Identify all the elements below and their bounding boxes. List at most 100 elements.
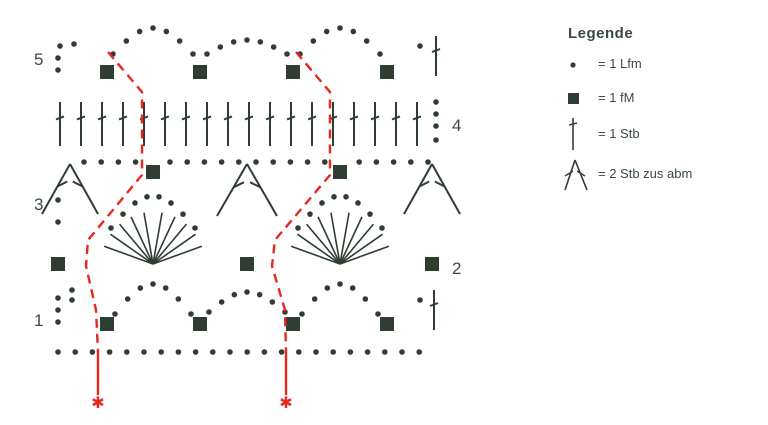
single-crochet-square: [286, 317, 300, 331]
double-crochet-crossbar: [244, 115, 254, 121]
fan-stitch: [339, 233, 384, 265]
chain-dot: [112, 311, 118, 317]
cluster-crossbar: [56, 180, 68, 188]
double-crochet-crossbar: [307, 115, 317, 121]
chain-dot: [55, 319, 61, 325]
chain-dot: [190, 51, 196, 57]
legend-label: = 1 Stb: [598, 126, 640, 141]
chain-dot: [269, 299, 276, 305]
single-crochet-square: [100, 317, 114, 331]
fan-stitch: [152, 216, 176, 265]
chain-dot: [379, 225, 385, 231]
chain-dot: [367, 211, 373, 217]
fan-stitch: [143, 212, 154, 265]
cluster-leg: [41, 163, 71, 215]
chain-dot: [299, 311, 305, 317]
chain-dot: [144, 194, 150, 200]
row-label-1: 1: [34, 311, 44, 330]
chain-dot: [433, 137, 439, 143]
row-label-4: 4: [452, 116, 462, 135]
chain-dot: [71, 41, 77, 47]
double-crochet-crossbar: [160, 115, 170, 121]
fan-stitch: [339, 245, 390, 265]
row-label-3: 3: [34, 195, 44, 214]
chain-dot: [257, 39, 264, 45]
chain-dot: [156, 194, 162, 200]
chain-dot: [382, 349, 388, 355]
chain-dot: [69, 287, 75, 293]
fan-stitch: [305, 223, 341, 265]
chain-dot: [349, 285, 356, 291]
chain-dot: [150, 281, 156, 287]
legend-label: = 1 fM: [598, 90, 635, 105]
chain-dot: [55, 197, 61, 203]
chain-dot: [120, 211, 126, 217]
double-crochet-crossbar: [97, 115, 107, 121]
chain-dot: [72, 349, 78, 355]
double-crochet-crossbar: [349, 115, 359, 121]
chain-dot: [270, 159, 277, 165]
chain-dot: [322, 159, 328, 165]
dot-icon: [570, 62, 576, 68]
chain-dot: [304, 159, 311, 165]
chain-dot: [188, 311, 194, 317]
cluster-leg: [69, 163, 99, 215]
chain-dot: [217, 44, 224, 50]
chain-dot: [168, 200, 174, 206]
chain-dot: [307, 211, 313, 217]
single-crochet-square: [193, 65, 207, 79]
double-crochet-crossbar: [412, 115, 422, 121]
chain-dot: [175, 296, 182, 302]
chain-dot: [373, 159, 380, 165]
cluster-crossbar: [233, 181, 245, 189]
cluster-crossbar: [418, 180, 430, 188]
chain-dot: [287, 159, 294, 165]
chain-dot: [425, 159, 431, 165]
cluster-crossbar: [72, 180, 84, 188]
single-crochet-square: [51, 257, 65, 271]
chain-dot: [184, 159, 190, 165]
cluster-crossbar: [434, 180, 446, 188]
chain-dot: [124, 296, 131, 302]
repeat-start-star: ✱: [91, 395, 104, 412]
double-crochet-crossbar: [391, 115, 401, 121]
cluster-stitches: [41, 163, 461, 217]
legend-title: Legende: [568, 25, 634, 42]
chain-dot: [55, 349, 61, 355]
cluster-leg: [431, 163, 461, 215]
chain-dot: [408, 159, 414, 165]
single-crochet-square: [333, 165, 347, 179]
chain-dot: [319, 200, 325, 206]
single-crochet-square: [380, 65, 394, 79]
chain-dot: [55, 67, 61, 73]
single-crochet-square: [380, 317, 394, 331]
chain-dot: [210, 349, 216, 355]
chain-dot: [417, 297, 423, 303]
chain-dot: [123, 38, 130, 44]
fan-stitch: [330, 212, 341, 265]
cluster-leg: [216, 163, 248, 217]
chain-dot: [55, 295, 61, 301]
legend-label: = 1 Lfm: [598, 56, 642, 71]
chain-dot: [69, 297, 75, 303]
chain-dot: [180, 211, 186, 217]
double-crochet-stitches: [55, 36, 441, 330]
legend: Legende = 1 Lfm = 1 fM = 1 Stb = 2 Stb z…: [560, 25, 760, 196]
chain-dot: [355, 200, 361, 206]
chain-dot: [175, 349, 182, 355]
double-crochet-crossbar: [429, 302, 439, 307]
chain-dot: [377, 51, 383, 57]
double-crochet-crossbar: [118, 115, 128, 121]
fan-stitch: [339, 216, 363, 265]
single-crochet-square: [425, 257, 439, 271]
chain-dot: [132, 159, 139, 165]
chain-stitches: [55, 25, 439, 355]
chain-dot: [296, 349, 302, 355]
chain-dot: [324, 285, 331, 291]
chain-dot: [350, 28, 357, 35]
fan-stitch: [152, 233, 197, 265]
chain-dot: [192, 225, 198, 231]
chain-dot: [132, 200, 138, 206]
square-icon: [568, 93, 579, 104]
chain-dot: [136, 28, 143, 35]
